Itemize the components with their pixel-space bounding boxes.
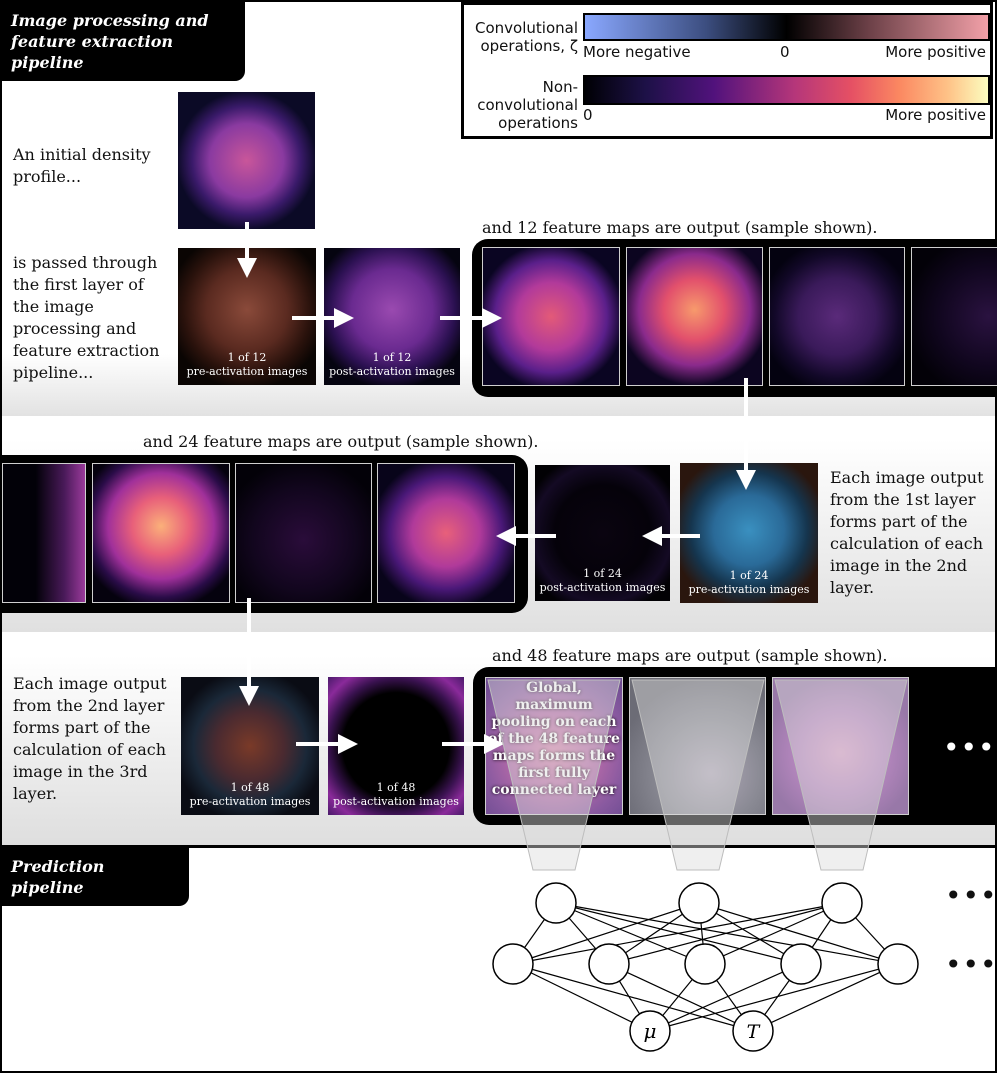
l1-output-text: and 12 feature maps are output (sample s… xyxy=(482,218,878,237)
pooling-funnel-3 xyxy=(774,679,908,871)
section-divider xyxy=(0,845,997,848)
l2-post-caption-count: 1 of 24 xyxy=(583,567,622,580)
l1-post-caption-count: 1 of 12 xyxy=(372,351,412,364)
l2-pre-caption-count: 1 of 24 xyxy=(729,569,769,582)
l2-feature-map-2 xyxy=(92,463,230,603)
colorbar-legend: Convolutional operations, ζ More negativ… xyxy=(461,2,993,139)
conv-tick-left: More negative xyxy=(583,43,691,61)
output-node-t xyxy=(732,1010,774,1052)
l3-post-caption-count: 1 of 48 xyxy=(376,781,416,794)
nonconv-tick-left: 0 xyxy=(583,106,593,124)
fc2-more-nodes-ellipsis: ••• xyxy=(945,948,997,981)
fc2-node-5 xyxy=(877,943,919,985)
l1-feature-map-2 xyxy=(626,247,763,386)
first-layer-text: is passed through the first layer of the… xyxy=(13,253,160,382)
l2-feature-map-1 xyxy=(2,463,86,603)
l3-feature-map-3 xyxy=(772,677,909,815)
conv-tick-right: More positive xyxy=(885,43,986,61)
l1-post-caption-label: post-activation images xyxy=(329,365,455,378)
initial-density-image xyxy=(178,92,315,229)
initial-density-text: An initial density profile... xyxy=(13,145,151,186)
l3-explain-text: Each image output from the 2nd layer for… xyxy=(13,674,167,803)
l3-pre-caption-count: 1 of 48 xyxy=(230,781,270,794)
fc1-node-1 xyxy=(535,882,577,924)
l3-post-caption-label: post-activation images xyxy=(333,795,459,808)
nonconv-colorbar-label: Non-convolutional operations xyxy=(477,78,578,132)
fc1-more-nodes-ellipsis: ••• xyxy=(945,879,997,912)
l2-output-text: and 24 feature maps are output (sample s… xyxy=(143,432,539,451)
l3-output-text: and 48 feature maps are output (sample s… xyxy=(492,646,888,665)
prediction-section-title: Prediction pipeline xyxy=(0,848,189,906)
l2-pre-caption-label: pre-activation images xyxy=(688,583,810,596)
l1-pre-caption-label: pre-activation images xyxy=(186,365,308,378)
fc2-node-2 xyxy=(588,943,630,985)
output-label-t: T xyxy=(747,1021,761,1043)
l3-pre-caption-label: pre-activation images xyxy=(189,795,311,808)
l3-feature-map-2 xyxy=(629,677,766,815)
l2-explain-text: Each image output from the 1st layer for… xyxy=(830,468,984,597)
fc2-node-1 xyxy=(492,943,534,985)
output-label-mu: μ xyxy=(644,1019,657,1043)
nonconv-tick-right: More positive xyxy=(885,106,986,124)
fc2-node-3 xyxy=(684,943,726,985)
l2-post-caption-label: post-activation images xyxy=(539,581,666,594)
conv-tick-mid: 0 xyxy=(780,43,790,61)
l3-more-maps-ellipsis: ••• xyxy=(943,731,996,764)
l1-feature-map-3 xyxy=(769,247,905,386)
fc1-node-3 xyxy=(821,882,863,924)
feature-section-title: Image processing and feature extraction … xyxy=(0,2,245,81)
output-node-mu xyxy=(629,1010,671,1052)
conv-colorbar-label: Convolutional operations, ζ xyxy=(475,19,578,55)
conv-colorbar xyxy=(583,13,990,41)
l2-feature-map-3 xyxy=(235,463,372,603)
nonconv-colorbar xyxy=(583,75,990,105)
l1-feature-map-1 xyxy=(482,247,620,386)
fc2-node-4 xyxy=(780,943,822,985)
pooling-text: Global, maximum pooling on each of the 4… xyxy=(488,680,620,799)
l3-feature-map-1 xyxy=(485,677,623,815)
l1-feature-map-4 xyxy=(911,247,997,386)
pooling-funnel-1 xyxy=(487,679,621,871)
fc1-node-2 xyxy=(678,882,720,924)
pooling-funnel-2 xyxy=(631,679,765,871)
l1-pre-caption-count: 1 of 12 xyxy=(227,351,267,364)
